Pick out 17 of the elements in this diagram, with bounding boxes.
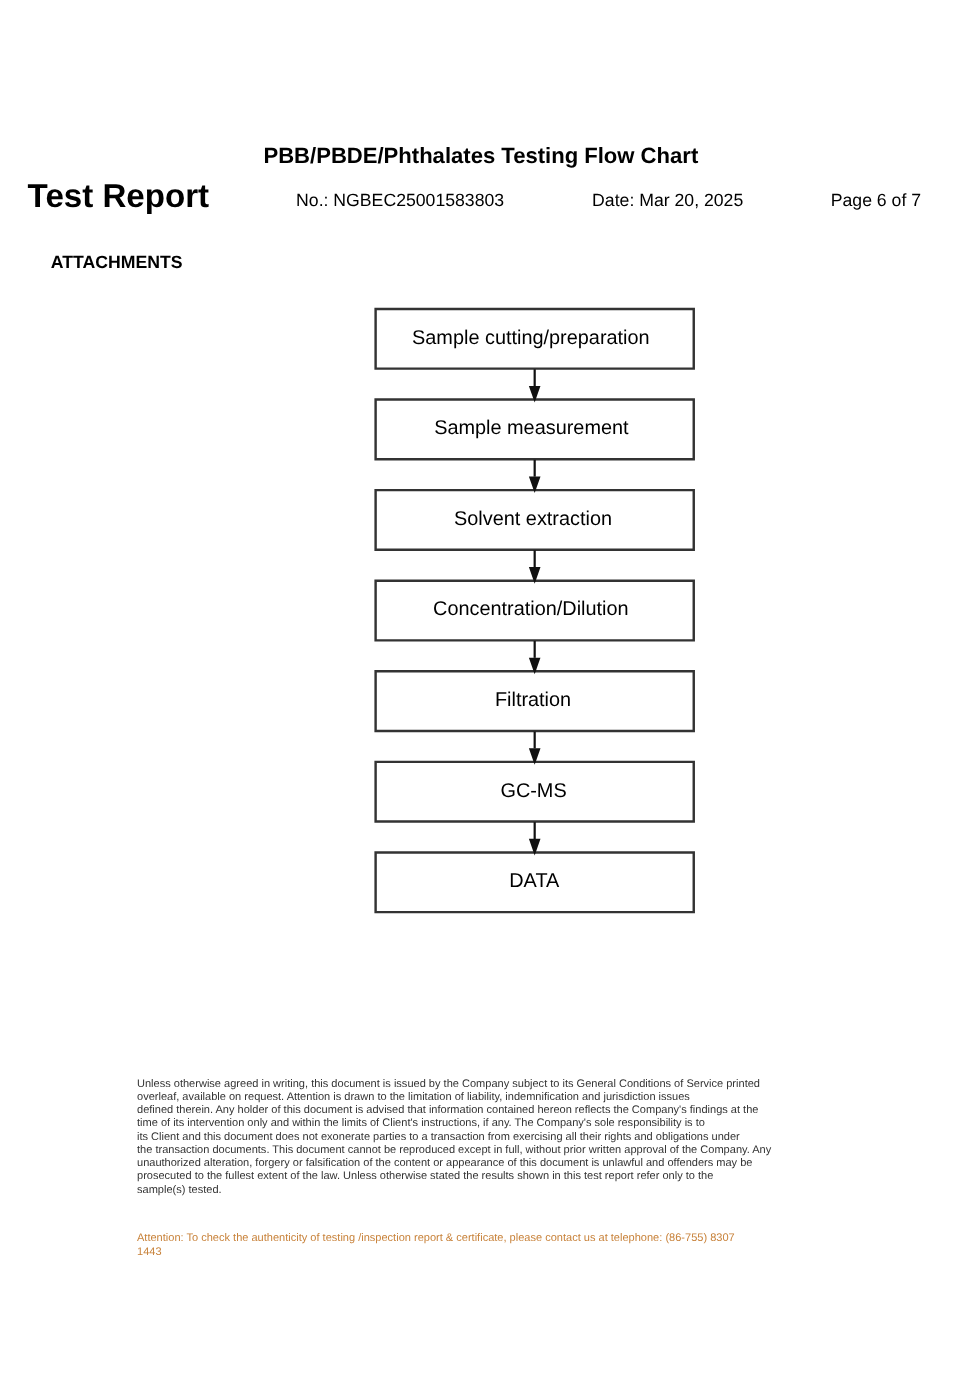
node-box: GC-MS (374, 760, 695, 823)
node-box: Sample measurement (374, 398, 695, 461)
node-box: Solvent extraction (374, 488, 695, 551)
node-box: Concentration/Dilution (374, 579, 695, 642)
label: Date: Mar 20, 2025 (592, 190, 744, 210)
arrow (528, 822, 541, 856)
diagram-title: PBB/PBDE/Phthalates Testing Flow Chart (263, 145, 699, 170)
arrow (528, 369, 541, 403)
arrow (528, 640, 541, 675)
label: No.: NGBEC25001583803 (296, 190, 505, 210)
label: ATTACHMENTS (50, 251, 183, 272)
node-box: Sample cutting/preparation (374, 307, 695, 370)
label: Page 6 of 7 (830, 190, 922, 210)
node-box: Filtration (374, 670, 695, 733)
label: Test Report (27, 177, 210, 216)
arrow (528, 550, 541, 584)
node-box: DATA (374, 851, 695, 914)
